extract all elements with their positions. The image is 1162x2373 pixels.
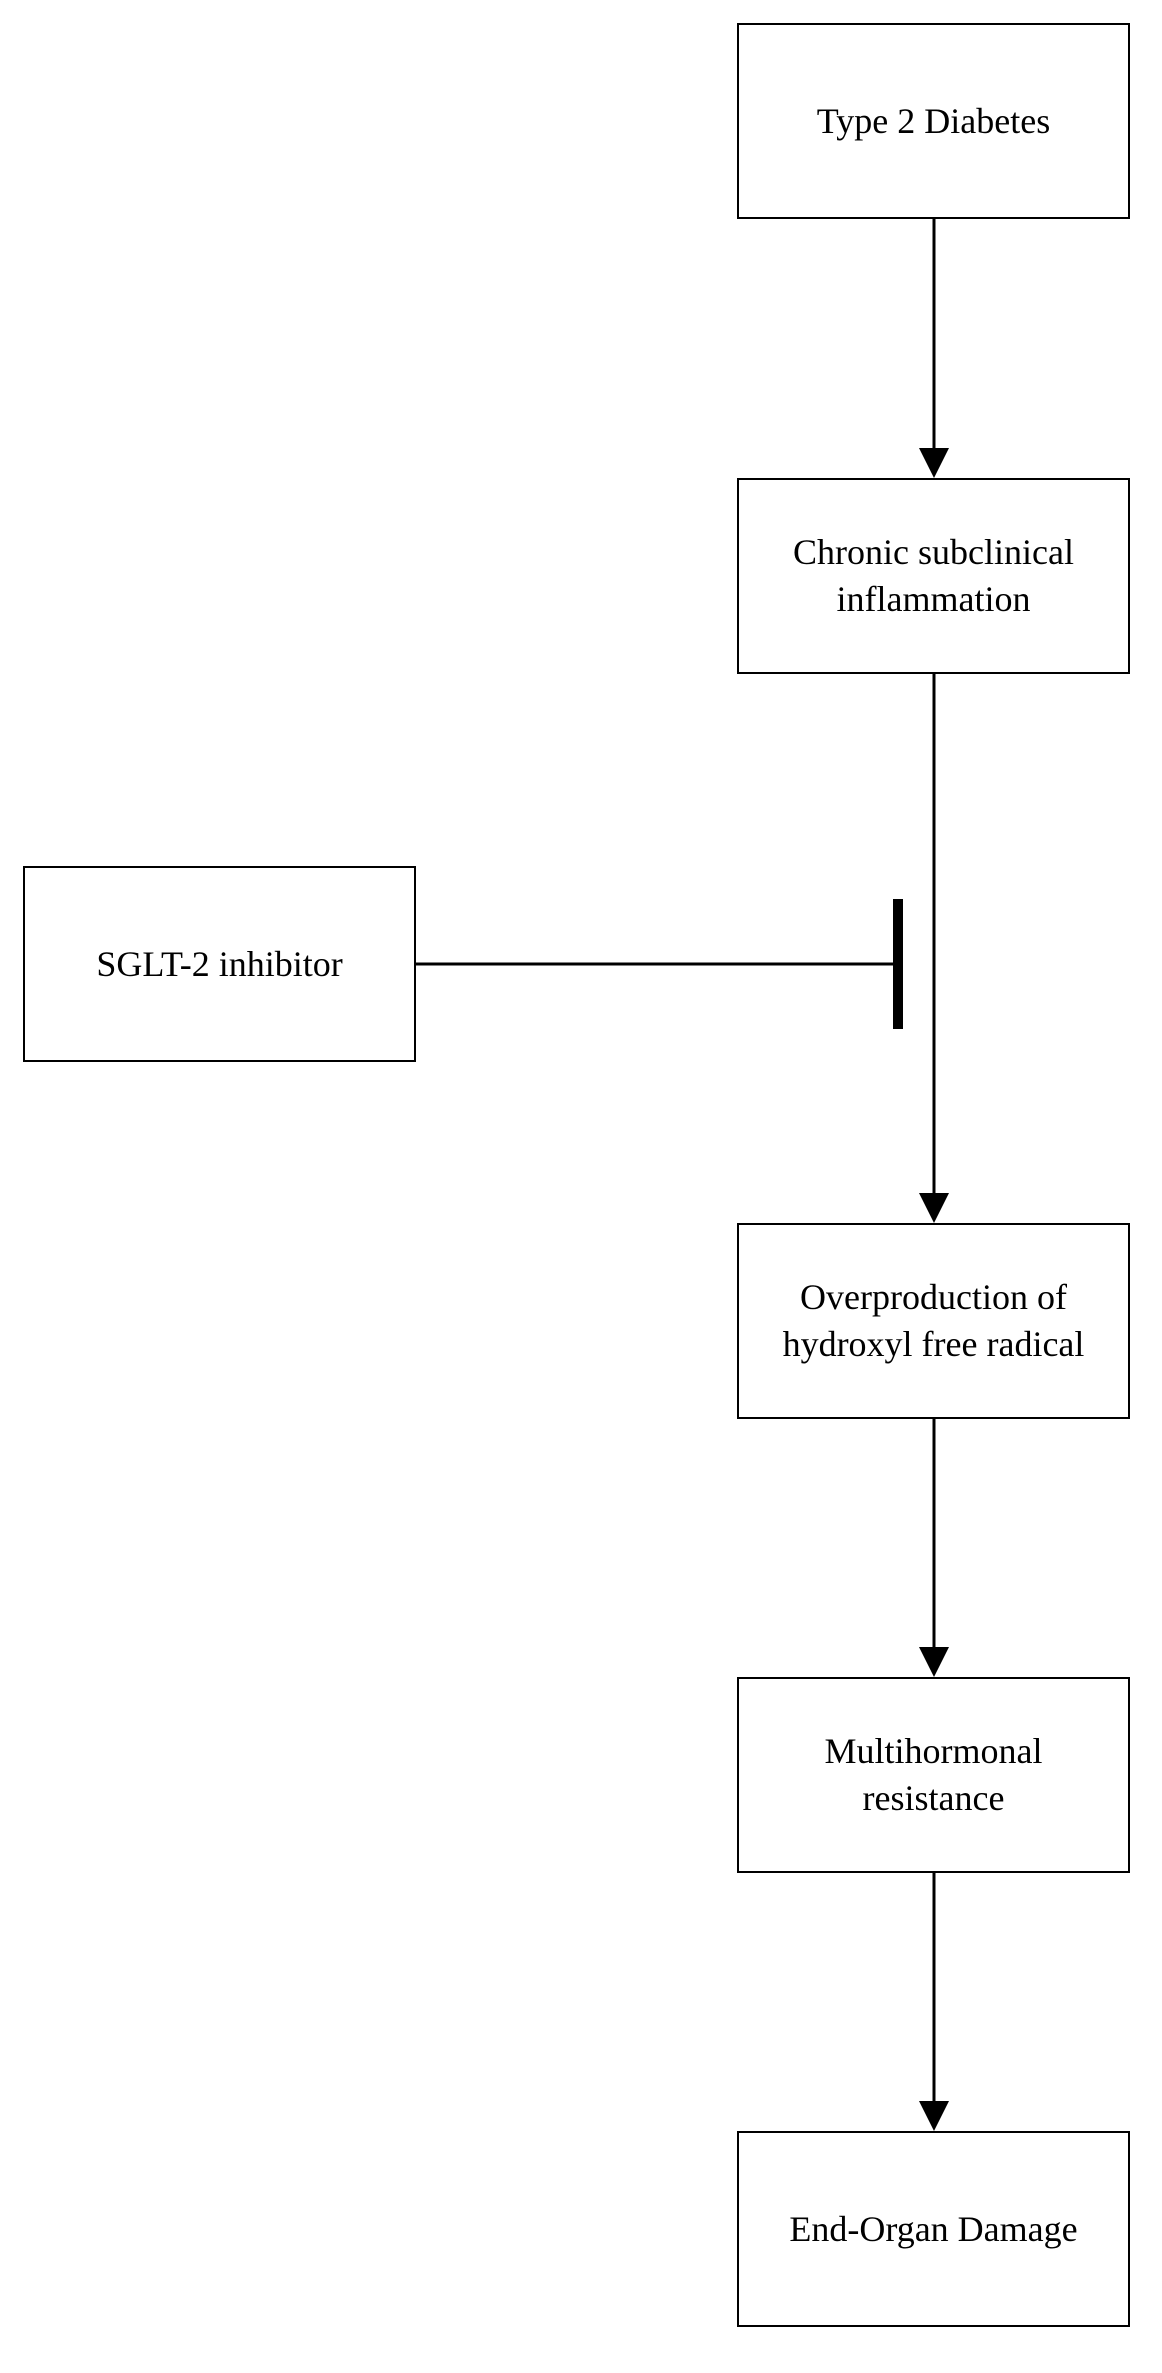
- node-label-line1: Overproduction of: [800, 1277, 1067, 1318]
- node-sglt2-inhibitor: SGLT-2 inhibitor: [23, 866, 416, 1062]
- node-label-line1: Chronic subclinical: [793, 532, 1074, 573]
- node-chronic-inflammation: Chronic subclinical inflammation: [737, 478, 1130, 674]
- node-multihormonal-resistance: Multihormonal resistance: [737, 1677, 1130, 1873]
- node-type-2-diabetes: Type 2 Diabetes: [737, 23, 1130, 219]
- node-hydroxyl-radical: Overproduction of hydroxyl free radical: [737, 1223, 1130, 1419]
- node-label-line2: inflammation: [836, 579, 1031, 619]
- node-label-line2: resistance: [862, 1778, 1005, 1818]
- node-end-organ-damage: End-Organ Damage: [737, 2131, 1130, 2327]
- node-label-line1: Multihormonal: [824, 1731, 1043, 1772]
- node-label: SGLT-2 inhibitor: [96, 943, 343, 984]
- node-label-line2: hydroxyl free radical: [782, 1324, 1085, 1364]
- node-label: End-Organ Damage: [789, 2208, 1078, 2249]
- node-label: Type 2 Diabetes: [816, 100, 1051, 141]
